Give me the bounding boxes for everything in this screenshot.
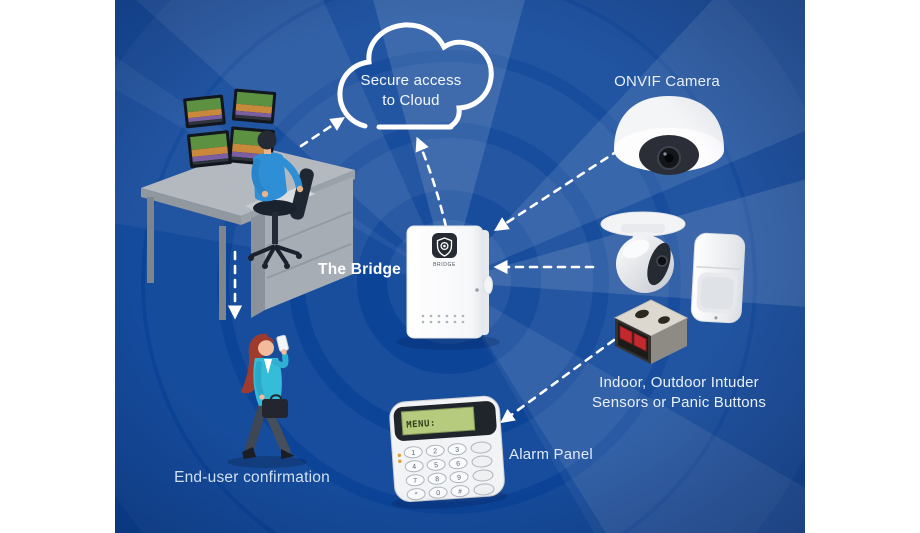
alarm-panel-label: Alarm Panel	[509, 446, 593, 463]
end-user-label: End-user confirmation	[174, 469, 330, 486]
cloud-label-line2: to Cloud	[382, 92, 440, 109]
cloud-label-line1: Secure access	[360, 72, 462, 89]
the-bridge-label: The Bridge	[318, 261, 401, 278]
cloud-label: Secure access to Cloud	[341, 71, 481, 111]
vignette-overlay	[115, 0, 805, 533]
diagram-graphics: BRIDGE	[115, 0, 805, 533]
sensors-label-line2: Sensors or Panic Buttons	[591, 394, 767, 411]
sensors-label: Indoor, Outdoor Intuder Sensors or Panic…	[573, 373, 785, 413]
sensors-label-line1: Indoor, Outdoor Intuder	[599, 374, 759, 391]
diagram-canvas: BRIDGE	[115, 0, 805, 533]
onvif-camera-label: ONVIF Camera	[614, 73, 720, 90]
